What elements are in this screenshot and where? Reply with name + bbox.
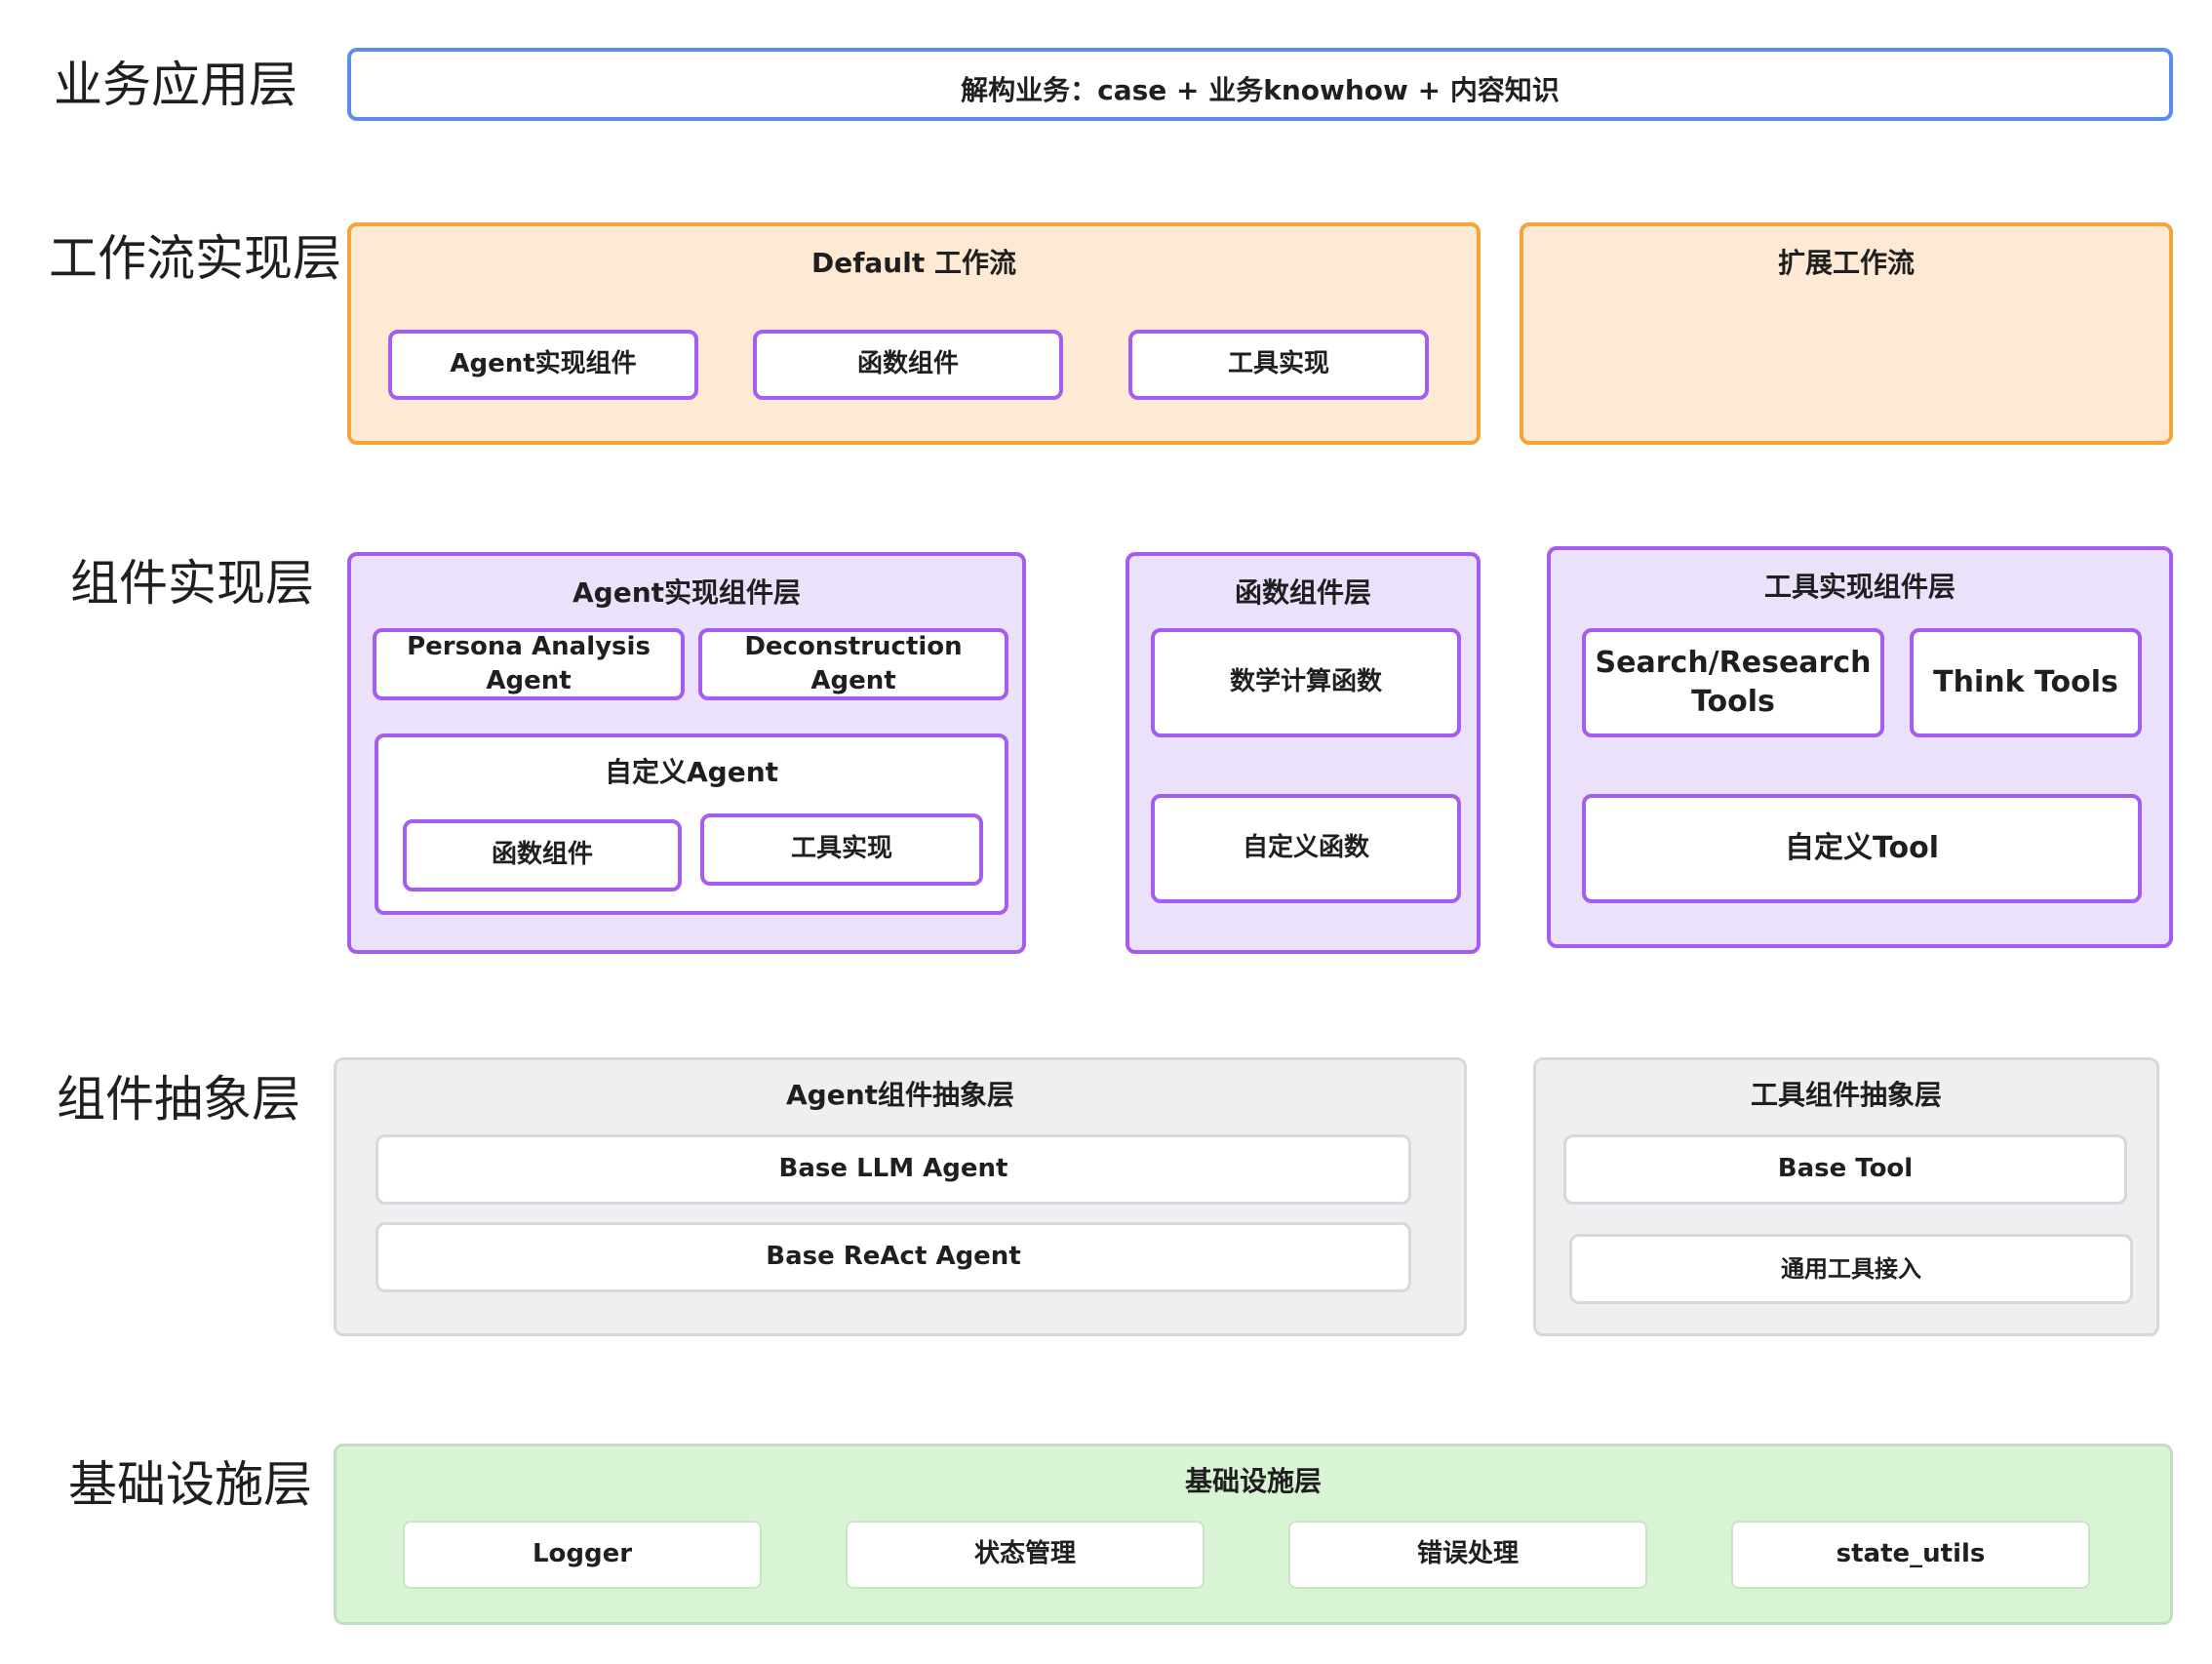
layer-label-workflow: 工作流实现层 — [49, 230, 341, 287]
agent-impl-title: Agent实现组件层 — [572, 576, 802, 609]
base-llm-agent: Base LLM Agent — [375, 1134, 1411, 1205]
workflow-agent-component: Agent实现组件 — [388, 330, 698, 400]
default-workflow-title: Default 工作流 — [811, 247, 1016, 279]
business-box: 解构业务：case + 业务knowhow + 内容知识 — [347, 48, 2173, 121]
tool-impl-title: 工具实现组件层 — [1763, 571, 1955, 603]
layer-label-component-abstract: 组件抽象层 — [57, 1071, 300, 1128]
layer-label-component-impl: 组件实现层 — [70, 555, 314, 612]
custom-agent-function-component: 函数组件 — [403, 819, 682, 891]
tool-impl-box: 工具实现组件层 Search/Research Tools Think Tool… — [1547, 546, 2173, 948]
custom-agent-title: 自定义Agent — [604, 756, 779, 788]
infra-box: 基础设施层 Logger 状态管理 错误处理 state_utils — [334, 1444, 2173, 1625]
custom-agent-tool-impl: 工具实现 — [700, 813, 983, 886]
think-tools: Think Tools — [1910, 628, 2142, 737]
agent-abstract-title: Agent组件抽象层 — [785, 1079, 1015, 1111]
persona-analysis-agent: Persona Analysis Agent — [373, 628, 685, 700]
infra-state-utils: state_utils — [1731, 1521, 2090, 1589]
workflow-tool-impl: 工具实现 — [1128, 330, 1429, 400]
base-react-agent: Base ReAct Agent — [375, 1222, 1411, 1292]
tool-abstract-title: 工具组件抽象层 — [1750, 1079, 1942, 1111]
extended-workflow-box: 扩展工作流 — [1520, 222, 2173, 445]
custom-function: 自定义函数 — [1151, 794, 1461, 903]
business-text: 解构业务：case + 业务knowhow + 内容知识 — [961, 74, 1560, 106]
infra-logger: Logger — [403, 1521, 762, 1589]
tool-abstract-box: 工具组件抽象层 Base Tool 通用工具接入 — [1533, 1057, 2159, 1336]
custom-agent-box: 自定义Agent 函数组件 工具实现 — [375, 733, 1008, 915]
base-tool: Base Tool — [1563, 1134, 2127, 1205]
custom-tool: 自定义Tool — [1582, 794, 2142, 903]
infra-title: 基础设施层 — [1184, 1465, 1322, 1497]
agent-abstract-box: Agent组件抽象层 Base LLM Agent Base ReAct Age… — [334, 1057, 1467, 1336]
agent-impl-box: Agent实现组件层 Persona Analysis Agent Decons… — [347, 552, 1026, 954]
deconstruction-agent: Deconstruction Agent — [698, 628, 1008, 700]
layer-label-infrastructure: 基础设施层 — [68, 1456, 312, 1513]
default-workflow-box: Default 工作流 Agent实现组件 函数组件 工具实现 — [347, 222, 1481, 445]
generic-tool-access: 通用工具接入 — [1569, 1234, 2133, 1304]
function-impl-title: 函数组件层 — [1234, 576, 1371, 609]
function-impl-box: 函数组件层 数学计算函数 自定义函数 — [1126, 552, 1481, 954]
workflow-function-component: 函数组件 — [753, 330, 1063, 400]
layer-label-business: 业务应用层 — [54, 57, 297, 113]
search-research-tools: Search/Research Tools — [1582, 628, 1884, 737]
extended-workflow-title: 扩展工作流 — [1777, 247, 1915, 279]
infra-state-management: 状态管理 — [846, 1521, 1205, 1589]
infra-error-handling: 错误处理 — [1288, 1521, 1647, 1589]
math-function: 数学计算函数 — [1151, 628, 1461, 737]
